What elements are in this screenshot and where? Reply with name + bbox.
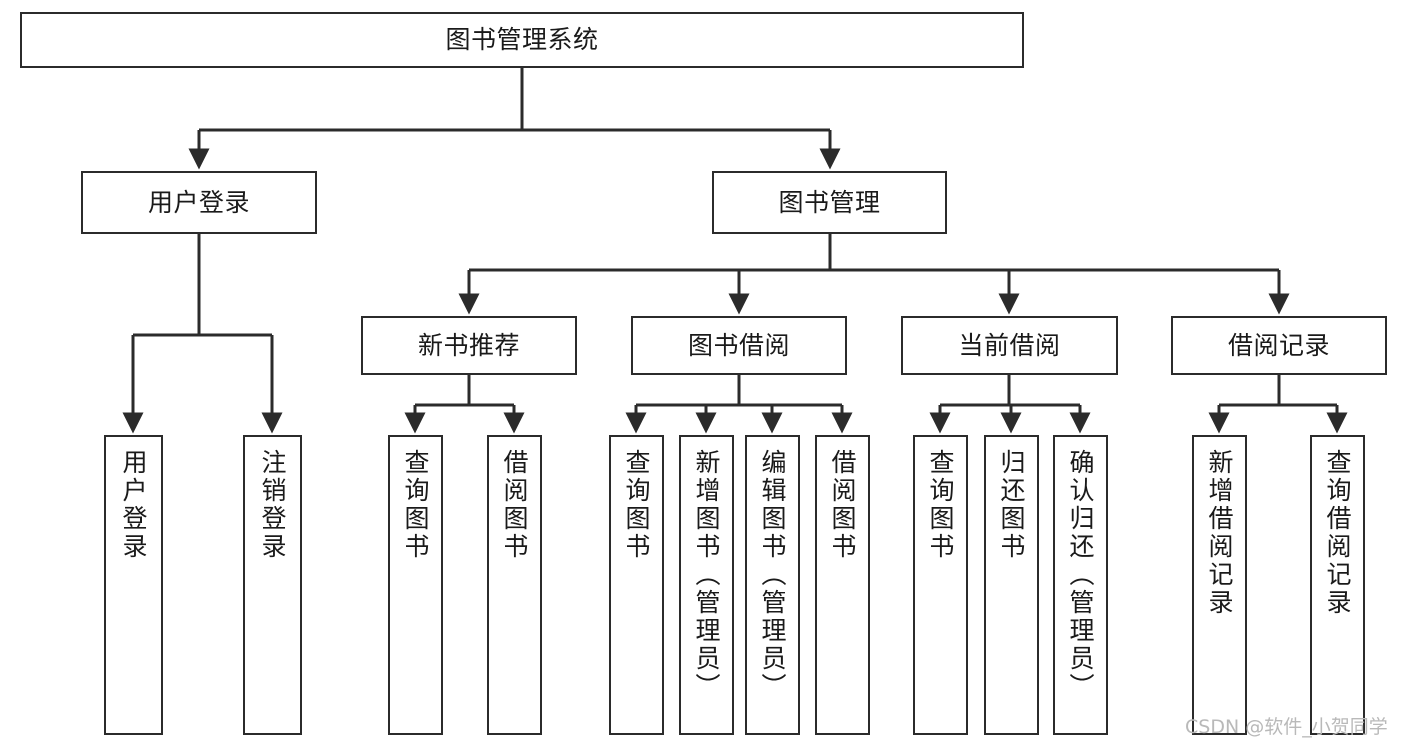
- node-current-borrow-label: 当前借阅: [958, 330, 1061, 360]
- node-leaf-borrow-book[interactable]: 借阅图书: [815, 435, 870, 735]
- node-new-book-recommend[interactable]: 新书推荐: [361, 316, 577, 375]
- node-leaf-logout-login[interactable]: 注销登录: [243, 435, 302, 735]
- node-borrow-record-label: 借阅记录: [1227, 330, 1330, 360]
- node-leaf-return-book[interactable]: 归还图书: [984, 435, 1039, 735]
- node-leaf-borrow-book-label: 借阅图书: [828, 449, 857, 561]
- node-leaf-add-book-label: 新增图书（管理员）: [692, 449, 721, 701]
- node-leaf-edit-book-label: 编辑图书（管理员）: [758, 449, 787, 701]
- node-book-borrow-label: 图书借阅: [687, 330, 790, 360]
- node-leaf-query-book-current[interactable]: 查询图书: [913, 435, 968, 735]
- csdn-watermark: CSDN @软件_小贺同学: [1185, 716, 1388, 738]
- node-leaf-add-borrow-record[interactable]: 新增借阅记录: [1192, 435, 1247, 735]
- node-root[interactable]: 图书管理系统: [20, 12, 1024, 68]
- node-leaf-query-book-current-label: 查询图书: [926, 449, 955, 561]
- node-new-book-recommend-label: 新书推荐: [417, 330, 520, 360]
- node-leaf-add-borrow-record-label: 新增借阅记录: [1205, 449, 1234, 617]
- node-borrow-record[interactable]: 借阅记录: [1171, 316, 1387, 375]
- node-leaf-borrow-book-rec[interactable]: 借阅图书: [487, 435, 542, 735]
- node-user-login-label: 用户登录: [147, 187, 250, 217]
- node-root-label: 图书管理系统: [445, 25, 599, 54]
- node-user-login[interactable]: 用户登录: [81, 171, 317, 234]
- node-leaf-user-login-label: 用户登录: [119, 449, 148, 561]
- node-leaf-borrow-book-rec-label: 借阅图书: [500, 449, 529, 561]
- node-current-borrow[interactable]: 当前借阅: [901, 316, 1118, 375]
- node-leaf-return-book-label: 归还图书: [997, 449, 1026, 561]
- node-leaf-query-borrow-record-label: 查询借阅记录: [1323, 449, 1352, 617]
- node-leaf-edit-book[interactable]: 编辑图书（管理员）: [745, 435, 800, 735]
- node-book-management-label: 图书管理: [778, 187, 881, 217]
- node-leaf-logout-login-label: 注销登录: [258, 449, 287, 561]
- node-leaf-confirm-return[interactable]: 确认归还（管理员）: [1053, 435, 1108, 735]
- node-leaf-query-book-borrow-label: 查询图书: [622, 449, 651, 561]
- node-book-borrow[interactable]: 图书借阅: [631, 316, 847, 375]
- node-leaf-query-borrow-record[interactable]: 查询借阅记录: [1310, 435, 1365, 735]
- node-leaf-query-book-rec-label: 查询图书: [401, 449, 430, 561]
- node-book-management[interactable]: 图书管理: [712, 171, 947, 234]
- node-leaf-add-book[interactable]: 新增图书（管理员）: [679, 435, 734, 735]
- node-leaf-query-book-borrow[interactable]: 查询图书: [609, 435, 664, 735]
- node-leaf-query-book-rec[interactable]: 查询图书: [388, 435, 443, 735]
- node-leaf-confirm-return-label: 确认归还（管理员）: [1066, 449, 1095, 701]
- node-leaf-user-login[interactable]: 用户登录: [104, 435, 163, 735]
